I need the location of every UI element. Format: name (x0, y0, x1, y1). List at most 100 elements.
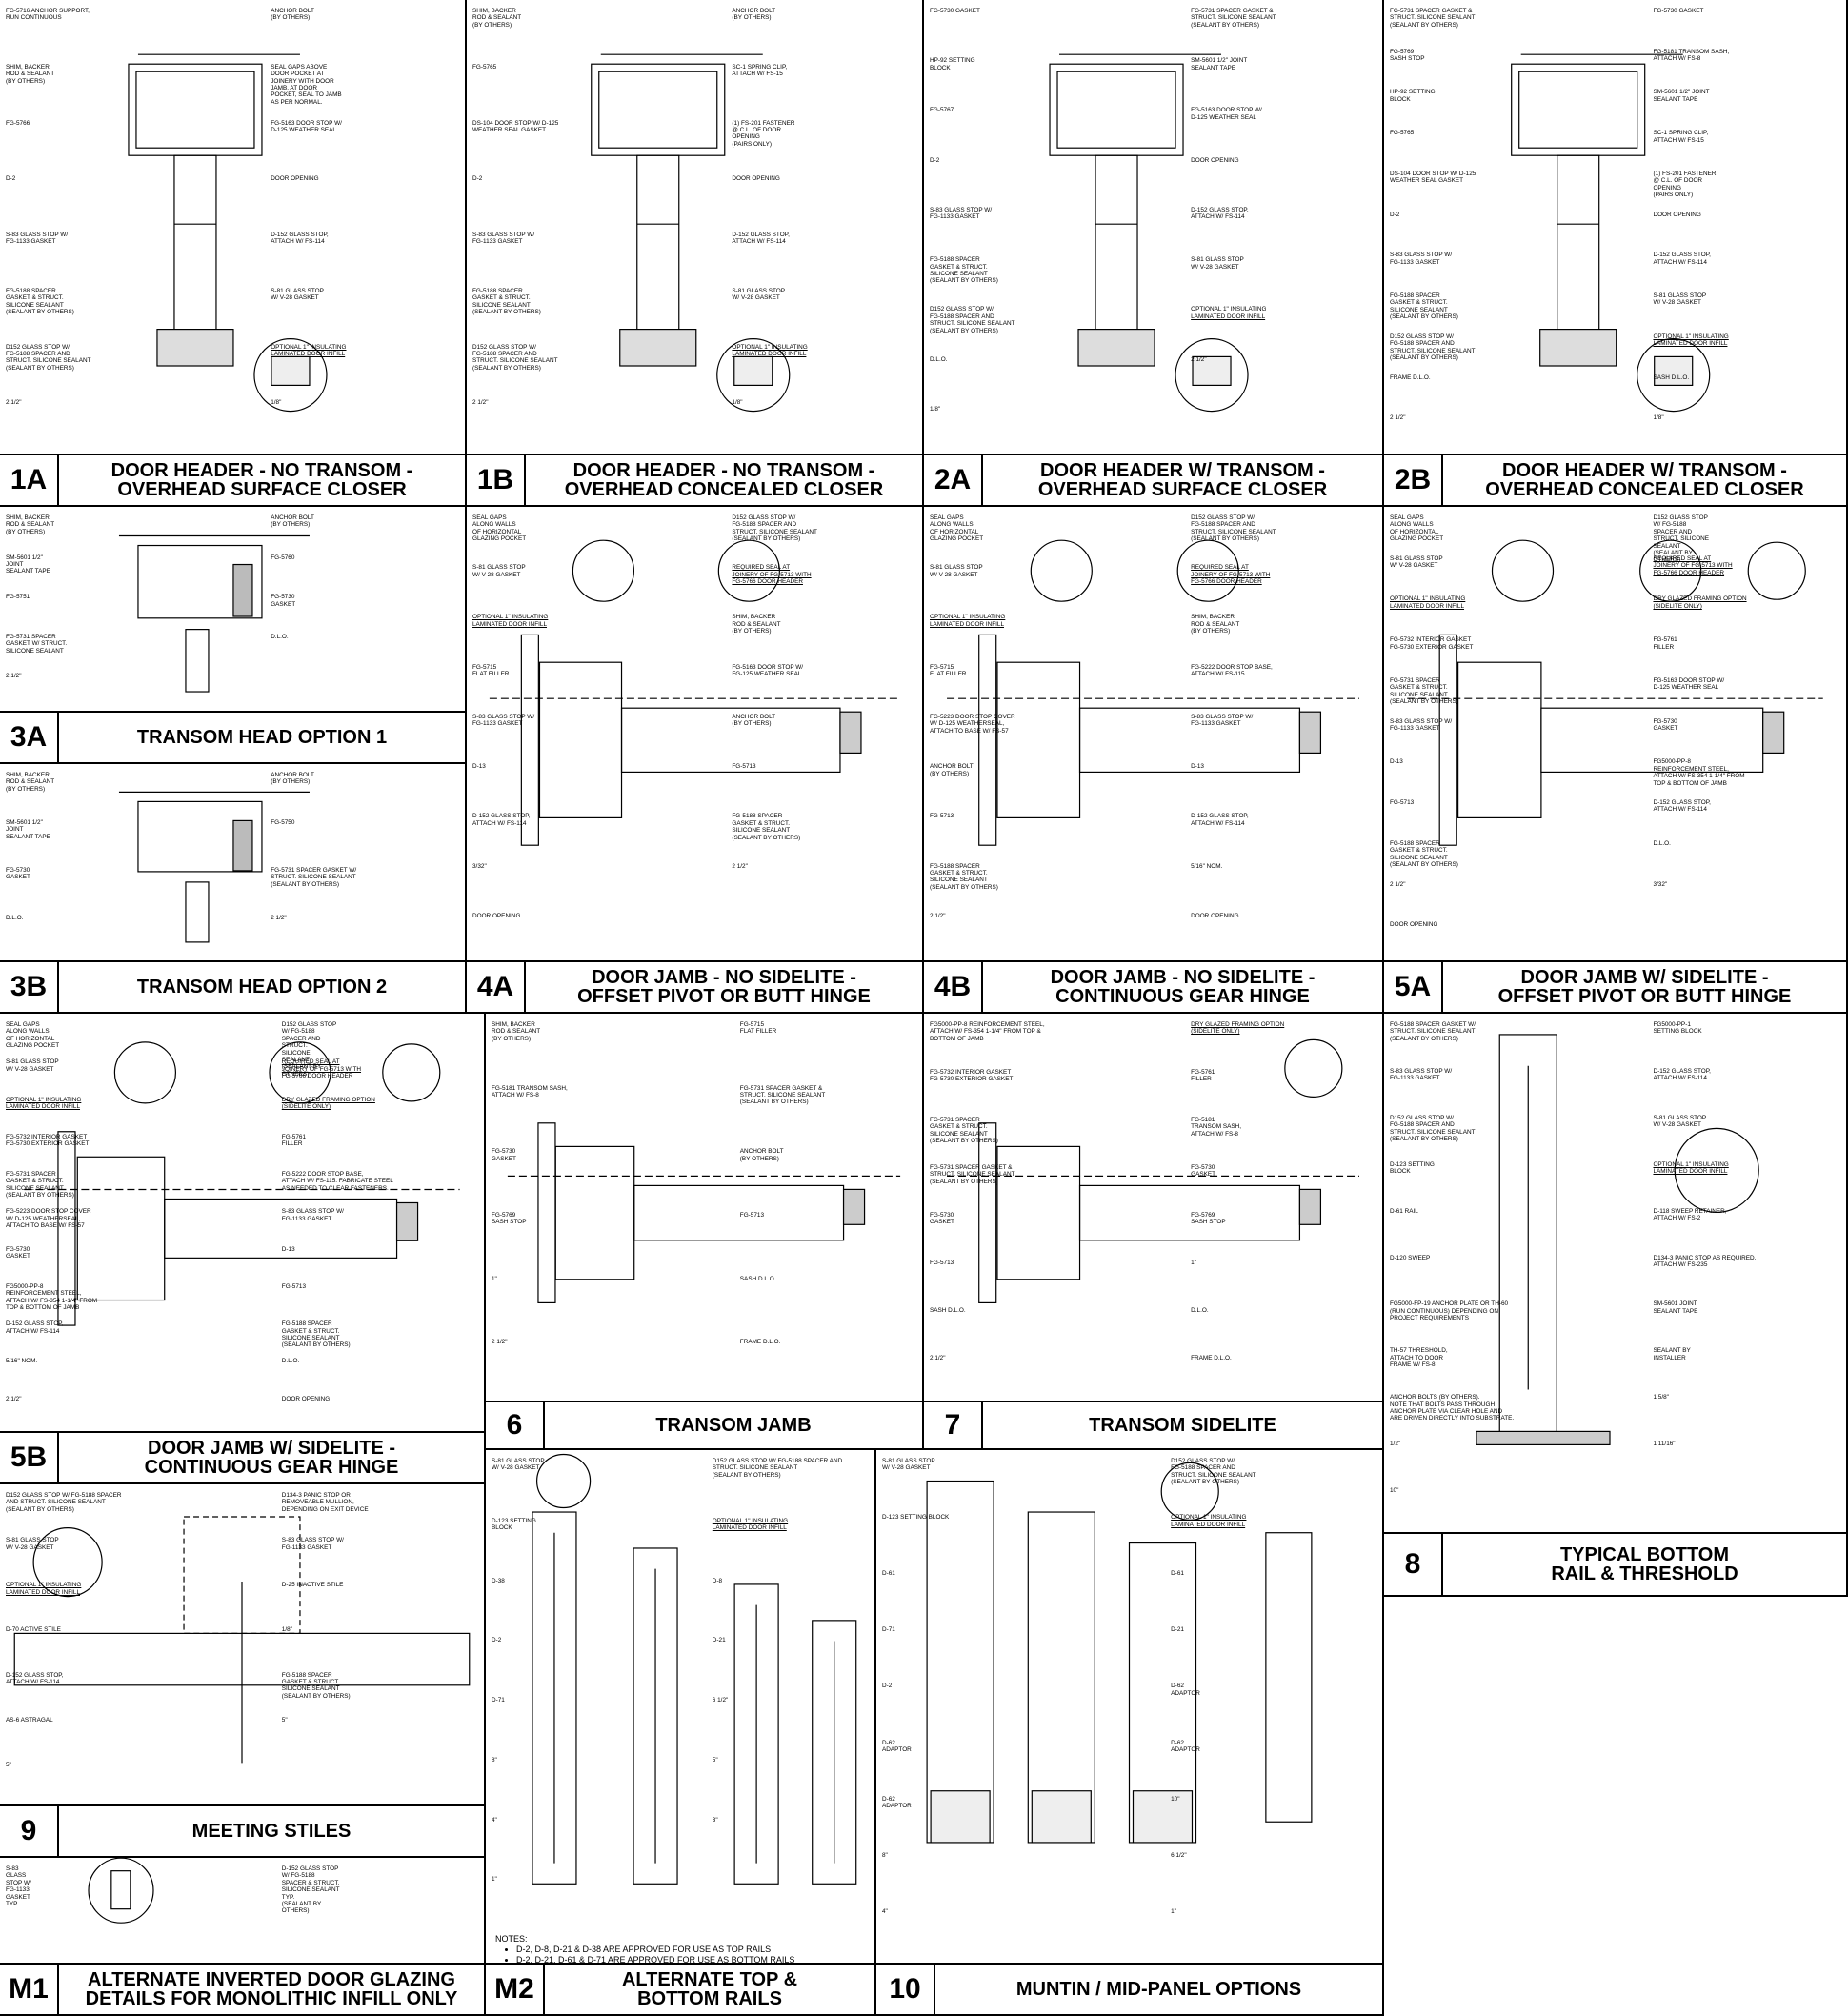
callout-label: 5" (281, 1716, 288, 1724)
callout-label: FG-5223 DOOR STOP COVER W/ D-125 WEATHER… (930, 713, 1015, 735)
detail-drawing (591, 53, 791, 413)
detail-number: 6 (486, 1402, 545, 1448)
callout-label: ANCHOR BOLT (BY OTHERS) (271, 514, 314, 529)
detail-title: ALTERNATE TOP &BOTTOM RAILS (545, 1970, 874, 2008)
callout-label: 5/16" NOM. (6, 1358, 38, 1365)
callout-label: FG-5188 SPACER GASKET W/ STRUCT. SILICON… (1390, 1021, 1476, 1042)
callout-label: D152 GLASS STOP W/ FG-5188 SPACER AND ST… (472, 343, 558, 372)
detail-drawing (118, 534, 310, 693)
detail-title-line: RAIL & THRESHOLD (1551, 1563, 1738, 1584)
callout-label: SHIM, BACKER ROD & SEALANT (BY OTHERS) (6, 772, 55, 793)
callout-label: D-8 (712, 1577, 723, 1584)
detail-title-line: TRANSOM SIDELITE (1089, 1415, 1276, 1436)
callout-label: FG-5188 SPACER GASKET & STRUCT. SILICONE… (472, 287, 541, 315)
profile-geometry (128, 53, 328, 413)
callout-label: D-71 (492, 1697, 505, 1704)
callout-label: FG-5730 GASKET (1653, 717, 1678, 733)
detail-drawing (13, 1516, 471, 1764)
callout-label: DOOR OPENING (472, 912, 521, 919)
callout-label: SEAL GAPS ALONG WALLS OF HORIZONTAL GLAZ… (6, 1021, 60, 1050)
callout-label: FG5000-PP-1 SETTING BLOCK (1653, 1021, 1702, 1036)
callout-label: FG-5163 DOOR STOP W/ FG-125 WEATHER SEAL (732, 663, 804, 678)
detail-title-line: BOTTOM RAILS (637, 1988, 782, 2009)
detail-drawing (1049, 53, 1249, 413)
callout-label: D-2 (472, 175, 483, 183)
callout-label: D-13 (1390, 758, 1403, 766)
callout-label: 4" (882, 1907, 888, 1915)
callout-label: D-62 ADAPTOR (1171, 1739, 1200, 1753)
detail-title: MUNTIN / MID-PANEL OPTIONS (935, 1980, 1382, 1999)
callout-label: 1/2" (1390, 1441, 1401, 1448)
callout-label: ANCHOR BOLT (BY OTHERS) (271, 772, 314, 786)
callout-label: D-152 GLASS STOP, ATTACH W/ FS-114 (1653, 799, 1711, 814)
detail-title-line: ALTERNATE INVERTED DOOR GLAZING (88, 1969, 455, 1990)
callout-label: DRY GLAZED FRAMING OPTION (SIDELITE ONLY… (1653, 595, 1747, 610)
callout-label: D-38 (492, 1577, 505, 1584)
callout-label: HP-92 SETTING BLOCK (1390, 89, 1436, 103)
callout-label: FG-5731 SPACER GASKET & STRUCT. SILICONE… (930, 1164, 1015, 1185)
callout-label: FG-5222 DOOR STOP BASE, ATTACH W/ FS-115 (1191, 663, 1273, 678)
callout-label: FG-5730 GASKET (1191, 1164, 1216, 1179)
detail-panel-m1: S-83 GLASS STOP W/ FG-1133 GASKET TYP.D-… (0, 1858, 486, 2016)
callout-label: 2 1/2" (6, 673, 22, 680)
callout-label: DOOR OPENING (1191, 912, 1239, 919)
detail-number: 9 (0, 1806, 59, 1856)
callout-label: SEAL GAPS ALONG WALLS OF HORIZONTAL GLAZ… (930, 514, 984, 543)
callout-label: D-152 GLASS STOP, ATTACH W/ FS-114 (271, 232, 329, 246)
detail-number: 5A (1384, 962, 1443, 1012)
detail-title-line: MEETING STILES (191, 1821, 352, 1842)
callout-label: 10" (1390, 1487, 1399, 1495)
detail-title: DOOR JAMB - NO SIDELITE -OFFSET PIVOT OR… (526, 968, 922, 1006)
detail-drawing (947, 1038, 1359, 1304)
callout-label: D-123 SETTING BLOCK (882, 1514, 950, 1522)
callout-label: FG-5181 TRANSOM SASH, ATTACH W/ FS-8 (492, 1084, 568, 1099)
callout-label: D152 GLASS STOP W/ FG-5188 SPACER AND ST… (281, 1021, 337, 1078)
detail-drawing (532, 1453, 857, 1885)
callout-label: D-13 (281, 1245, 295, 1253)
detail-title-line: OVERHEAD SURFACE CLOSER (1037, 479, 1328, 500)
detail-title-line: DOOR JAMB W/ SIDELITE - (148, 1438, 395, 1459)
callout-label: D.L.O. (930, 355, 948, 363)
callout-label: SM-5601 1/2" JOINT SEALANT TAPE (6, 819, 50, 840)
callout-label: 8" (492, 1756, 497, 1764)
callout-label: D152 GLASS STOP W/ FG-5188 SPACER AND ST… (1653, 514, 1710, 564)
callout-label: D-25 INACTIVE STILE (281, 1582, 344, 1589)
callout-label: FG-5730 GASKET (271, 594, 296, 608)
callout-label: 2 1/2" (930, 1355, 946, 1361)
callout-label: DOOR OPENING (1191, 156, 1239, 164)
callout-label: FG5000-PP-8 REINFORCEMENT STEEL, ATTACH … (6, 1282, 98, 1312)
profile-geometry (13, 1516, 471, 1764)
callout-label: S-81 GLASS STOP W/ V-28 GASKET (1390, 554, 1443, 570)
detail-number: 3A (0, 713, 59, 762)
callout-label: FG-5188 SPACER GASKET & STRUCT. SILICONE… (281, 1320, 351, 1349)
callout-label: D.L.O. (1191, 1307, 1209, 1314)
callout-label: S-83 GLASS STOP W/ FG-1133 GASKET (6, 232, 69, 246)
callout-label: 5" (6, 1761, 11, 1768)
callout-label: FG-5163 DOOR STOP W/ D-125 WEATHER SEAL (1653, 676, 1725, 692)
callout-label: 1" (492, 1876, 497, 1884)
callout-label: OPTIONAL 1" INSULATING LAMINATED DOOR IN… (271, 343, 347, 357)
callout-label: FG-5751 (6, 594, 30, 601)
callout-label: 2 1/2" (1390, 414, 1406, 422)
callout-label: 3/32" (1653, 880, 1668, 888)
note-item: D-2, D-21, D-61 & D-71 ARE APPROVED FOR … (516, 1955, 794, 1966)
callout-label: REQUIRED SEAL AT JOINERY OF FG-5713 WITH… (1653, 554, 1733, 576)
detail-drawing (489, 539, 900, 846)
callout-label: FG-5715 FLAT FILLER (739, 1021, 777, 1036)
callout-label: OPTIONAL 1" INSULATING LAMINATED DOOR IN… (712, 1517, 789, 1532)
callout-label: D-123 SETTING BLOCK (492, 1517, 536, 1532)
callout-label: D-152 GLASS STOP, ATTACH W/ FS-114 (6, 1320, 64, 1335)
callout-label: DS-104 DOOR STOP W/ D-125 WEATHER SEAL G… (1390, 170, 1476, 185)
profile-geometry (1407, 539, 1823, 846)
callout-label: S-81 GLASS STOP W/ V-28 GASKET (6, 1537, 59, 1551)
detail-title-line: TRANSOM HEAD OPTION 2 (136, 977, 388, 998)
detail-number: 1A (0, 455, 59, 505)
callout-label: SEAL GAPS ALONG WALLS OF HORIZONTAL GLAZ… (1390, 514, 1444, 543)
callout-label: FRAME D.L.O. (1390, 373, 1431, 381)
